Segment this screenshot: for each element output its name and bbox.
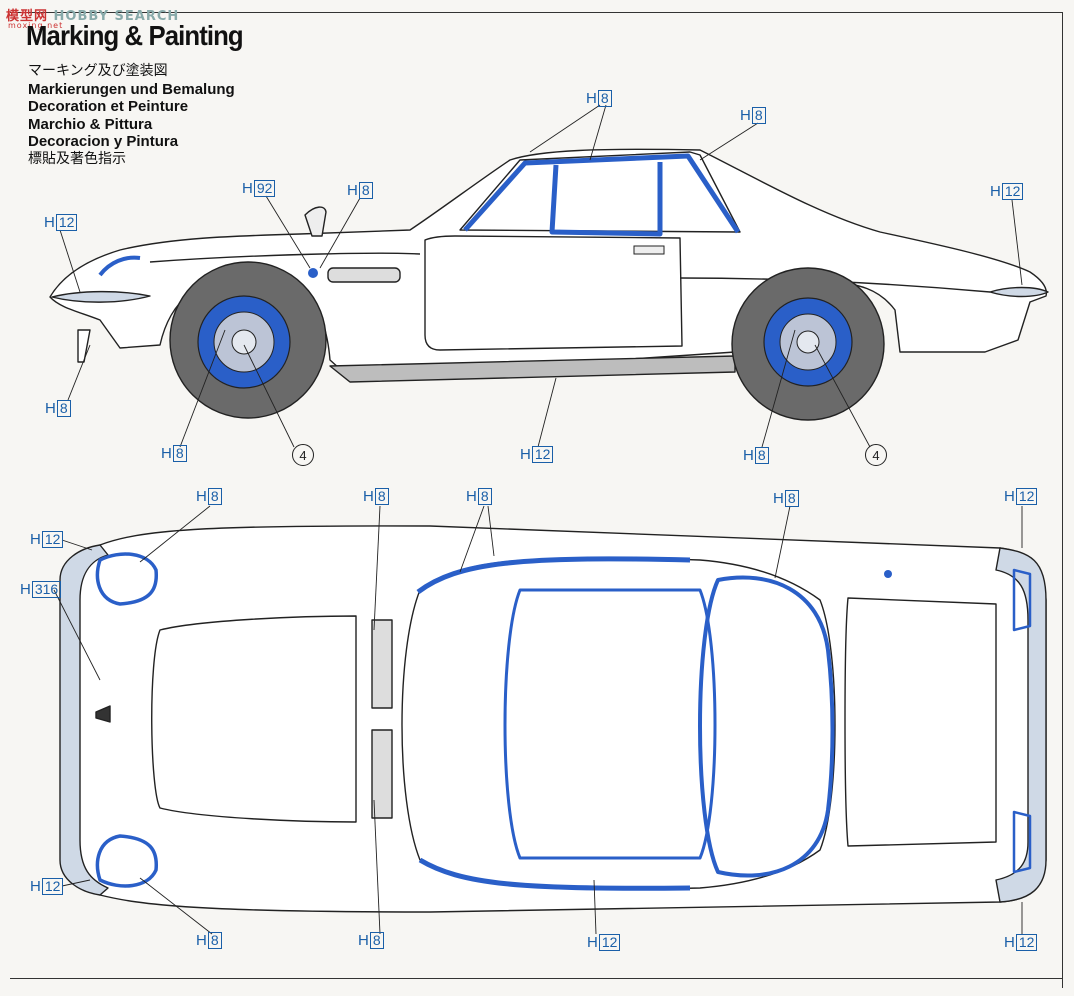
- top-rear-light-upper: [1012, 568, 1032, 632]
- subtitle-japanese: マーキング及び塗装図: [28, 63, 168, 79]
- subtitle-list: マーキング及び塗装図 Markierungen und Bemalung Dec…: [28, 63, 235, 169]
- side-sill: [329, 355, 736, 383]
- side-badge: [308, 268, 318, 278]
- side-front-lamp: [51, 290, 151, 303]
- callout-front-wheel: 4: [292, 444, 314, 466]
- side-front-wheel: [169, 261, 327, 419]
- top-rear-deck: [844, 597, 997, 847]
- top-roof-frame: [503, 588, 717, 860]
- top-emblem: [95, 705, 111, 723]
- watermark-text: 模型网: [6, 9, 49, 24]
- top-rear-bumper: [995, 547, 1047, 903]
- top-rear-window-frame: [698, 575, 835, 878]
- subtitle-chinese: 標貼及著色指示: [28, 150, 126, 167]
- side-door-handle: [633, 245, 665, 255]
- page-title: Marking & Painting: [26, 20, 244, 51]
- side-door: [424, 235, 683, 351]
- side-front-light-rim: [98, 255, 141, 277]
- subtitle-italian: Marchio & Pittura: [28, 115, 153, 133]
- top-front-light-upper: [95, 552, 159, 606]
- side-window-frame: [463, 153, 741, 234]
- side-rear-wheel: [731, 267, 885, 421]
- side-vents: [327, 267, 401, 283]
- top-windshield-frame: [416, 556, 691, 891]
- page-frame: [10, 12, 1063, 988]
- subtitle-french: Decoration et Peinture: [28, 98, 189, 116]
- side-mirror: [304, 206, 327, 237]
- top-rear-light-lower: [1012, 810, 1032, 874]
- side-greenhouse: [459, 151, 741, 233]
- top-vent-upper: [371, 619, 393, 709]
- callout-rear-wheel: 4: [865, 444, 887, 466]
- top-front-light-lower: [95, 834, 159, 888]
- watermark: 模型网 HOBBY SEARCH moxing.net: [6, 5, 180, 30]
- top-fuel-cap: [884, 570, 892, 578]
- page-frame-bottom: [10, 978, 1062, 979]
- watermark-sub: moxing.net: [8, 21, 64, 30]
- side-window-pillar: [549, 162, 663, 237]
- subtitle-german: Markierungen und Bemalung: [28, 80, 235, 98]
- subtitle-spanish: Decoracion y Pintura: [28, 133, 179, 151]
- watermark-search: HOBBY SEARCH: [53, 9, 180, 24]
- top-cabin: [401, 557, 836, 890]
- top-hood-panel: [151, 615, 357, 823]
- side-front-spoiler: [77, 329, 91, 363]
- top-vent-lower: [371, 729, 393, 819]
- side-rear-lamp: [989, 286, 1049, 298]
